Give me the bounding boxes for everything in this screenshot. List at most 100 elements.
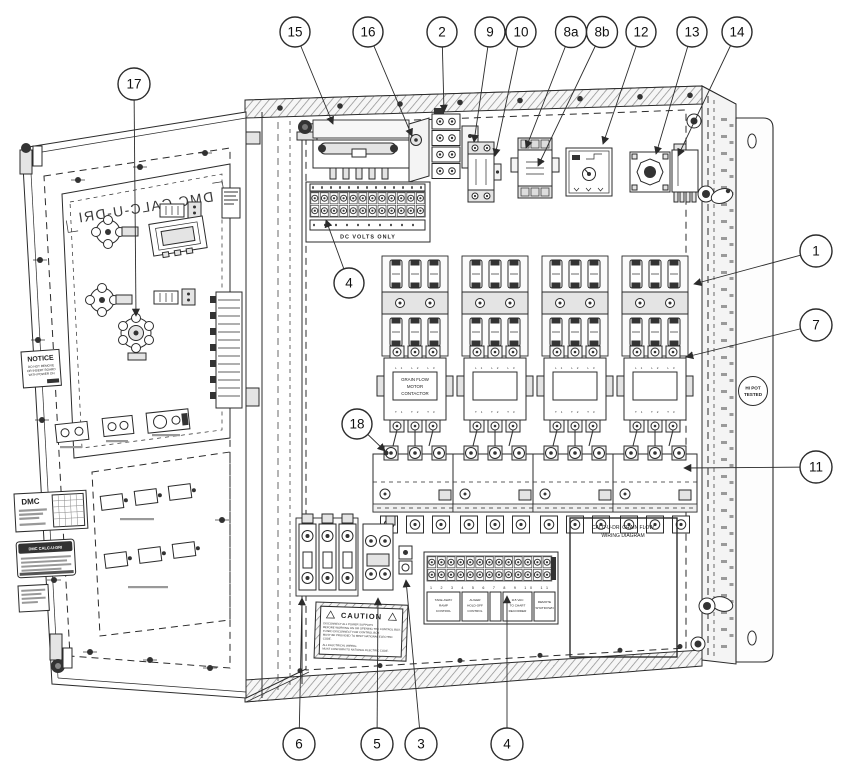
leader-5 bbox=[373, 597, 382, 745]
dc-volts-label: DC VOLTS ONLY bbox=[340, 235, 396, 241]
flange-hole-top bbox=[747, 133, 757, 149]
svg-text:11: 11 bbox=[809, 460, 823, 475]
door-lower-panel bbox=[91, 451, 231, 637]
enclosure-door: DMC CALC-U-DRI bbox=[13, 111, 247, 699]
contactor-label-3: CONTACTOR bbox=[401, 391, 428, 396]
overload-relay-3 bbox=[532, 445, 618, 513]
leader-14 bbox=[677, 31, 738, 157]
cabinet-hinge-top bbox=[245, 131, 261, 145]
svg-text:18: 18 bbox=[349, 417, 364, 432]
svg-text:4: 4 bbox=[503, 737, 511, 752]
fuse-block-2 bbox=[462, 256, 528, 356]
hi-pot-line1: HI POT bbox=[745, 386, 761, 391]
overload-relay-2 bbox=[452, 445, 538, 513]
notice-l2: OR INSERT BOARD bbox=[27, 367, 57, 373]
notice-l1: DO NOT REMOVE bbox=[28, 363, 54, 369]
dc-volts-terminal-strip: DC VOLTS ONLY bbox=[305, 181, 431, 243]
leader-10 bbox=[492, 31, 522, 157]
leader-17 bbox=[131, 83, 140, 317]
s3-l1: 115 VAC bbox=[512, 598, 525, 602]
svg-text:5: 5 bbox=[373, 737, 381, 752]
callout-2: 2 bbox=[426, 16, 458, 48]
leader-12 bbox=[601, 31, 642, 145]
moisture-control-knob bbox=[118, 313, 154, 361]
s4-l1: REMOTE bbox=[538, 600, 551, 604]
control-contactor bbox=[362, 515, 396, 591]
callout-14: 14 bbox=[721, 16, 753, 48]
svg-text:6: 6 bbox=[295, 737, 303, 752]
corner-bolt-bottom bbox=[690, 636, 706, 652]
breaker-toggle-1 bbox=[302, 551, 313, 569]
warning-triangle-left bbox=[325, 610, 336, 619]
strip-section-1 bbox=[426, 591, 461, 622]
callout-7: 7 bbox=[799, 308, 833, 342]
caution-l1: DISCONNECT ALL POWER SUPPLIES bbox=[323, 621, 373, 627]
rotary-switch-back-2 bbox=[85, 283, 133, 317]
caution-l3: FUSED DISCONNECT FOR CONTROL BOX bbox=[323, 629, 380, 635]
pocket-title-2: WIRING DIAGRAM bbox=[601, 533, 644, 539]
s1-l2: RAMP bbox=[439, 604, 448, 608]
leader-8b bbox=[537, 31, 603, 167]
meter-back bbox=[148, 215, 208, 259]
warning-triangle-right bbox=[387, 612, 398, 621]
breaker-toggle-2 bbox=[322, 551, 333, 569]
callout-18: 18 bbox=[341, 408, 373, 440]
callout-1: 1 bbox=[799, 234, 833, 268]
notice-l3: WITH POWER ON bbox=[29, 371, 55, 377]
rotary-switch-back-1 bbox=[91, 215, 139, 249]
latch-clamp-bottom bbox=[698, 596, 734, 615]
door-pcb-plate: DMC CALC-U-DRI bbox=[61, 163, 243, 459]
callout-4-bottom: 4 bbox=[490, 727, 524, 761]
callout-leaders bbox=[131, 31, 817, 745]
breaker-toggle-3 bbox=[342, 551, 353, 569]
flange-hole-bottom bbox=[747, 630, 757, 646]
notice-label: NOTICE DO NOT REMOVE OR INSERT BOARD WIT… bbox=[20, 348, 62, 389]
caution-l6: ALL ELECTRICAL WIRING bbox=[322, 643, 356, 648]
callout-8b: 8b bbox=[585, 15, 619, 49]
overload-relay-1 bbox=[372, 445, 458, 513]
dmc-calcudri-label: DMC CALC-U-DRI bbox=[15, 538, 77, 579]
terminal-part bbox=[398, 545, 413, 575]
contactor-3 bbox=[536, 345, 614, 433]
leader-11 bbox=[683, 463, 817, 472]
callout-5: 5 bbox=[360, 727, 394, 761]
door-top-inner bbox=[29, 117, 247, 155]
timer-module bbox=[565, 147, 613, 197]
corner-bolt-top bbox=[686, 113, 702, 129]
s2-l1: AUGER bbox=[469, 598, 481, 602]
callout-8a: 8a bbox=[554, 15, 588, 49]
svg-text:8b: 8b bbox=[594, 25, 609, 40]
door-connector-pair-1 bbox=[159, 201, 202, 219]
s2-l3: CONTROL bbox=[467, 609, 482, 613]
spec-label-hinge-edge bbox=[221, 187, 241, 219]
leader-15 bbox=[294, 31, 334, 125]
callout-17: 17 bbox=[117, 67, 151, 101]
back-panel: DC VOLTS ONLY GRAIN FLOW MOTOR CONTACTOR bbox=[295, 108, 699, 662]
svg-text:12: 12 bbox=[633, 25, 648, 40]
dmc-calcudri-title: DMC CALC-U-DRI bbox=[28, 545, 62, 552]
leader-7 bbox=[685, 324, 817, 360]
small-door-label bbox=[17, 583, 50, 613]
dmc-logo: DMC bbox=[21, 497, 40, 507]
contactor-4 bbox=[616, 345, 694, 433]
caution-l2: BEFORE WORKING ON OR OPENING THE CONTROL… bbox=[323, 625, 401, 632]
svg-text:10: 10 bbox=[513, 25, 528, 40]
dmc-spec-label: DMC bbox=[13, 489, 89, 533]
callout-3: 3 bbox=[404, 727, 438, 761]
callout-16: 16 bbox=[352, 16, 384, 48]
svg-text:8a: 8a bbox=[563, 25, 579, 40]
fuse-block-4 bbox=[622, 256, 688, 356]
svg-text:16: 16 bbox=[360, 25, 375, 40]
fuse-block-3 bbox=[542, 256, 608, 356]
power-columns: GRAIN FLOW MOTOR CONTACTOR bbox=[372, 256, 698, 534]
contactor-label-2: MOTOR bbox=[407, 384, 423, 389]
svg-text:4: 4 bbox=[345, 276, 353, 291]
cabinet-hinge-mid bbox=[245, 387, 260, 407]
back-panel-outline bbox=[305, 109, 687, 671]
door-connector-pair-2 bbox=[153, 288, 196, 306]
contactor-2 bbox=[456, 345, 534, 433]
caution-label: CAUTION DISCONNECT ALL POWER SUPPLIES BE… bbox=[313, 601, 409, 662]
s1-l3: CONTROL bbox=[436, 609, 451, 613]
svg-text:1: 1 bbox=[812, 244, 820, 259]
